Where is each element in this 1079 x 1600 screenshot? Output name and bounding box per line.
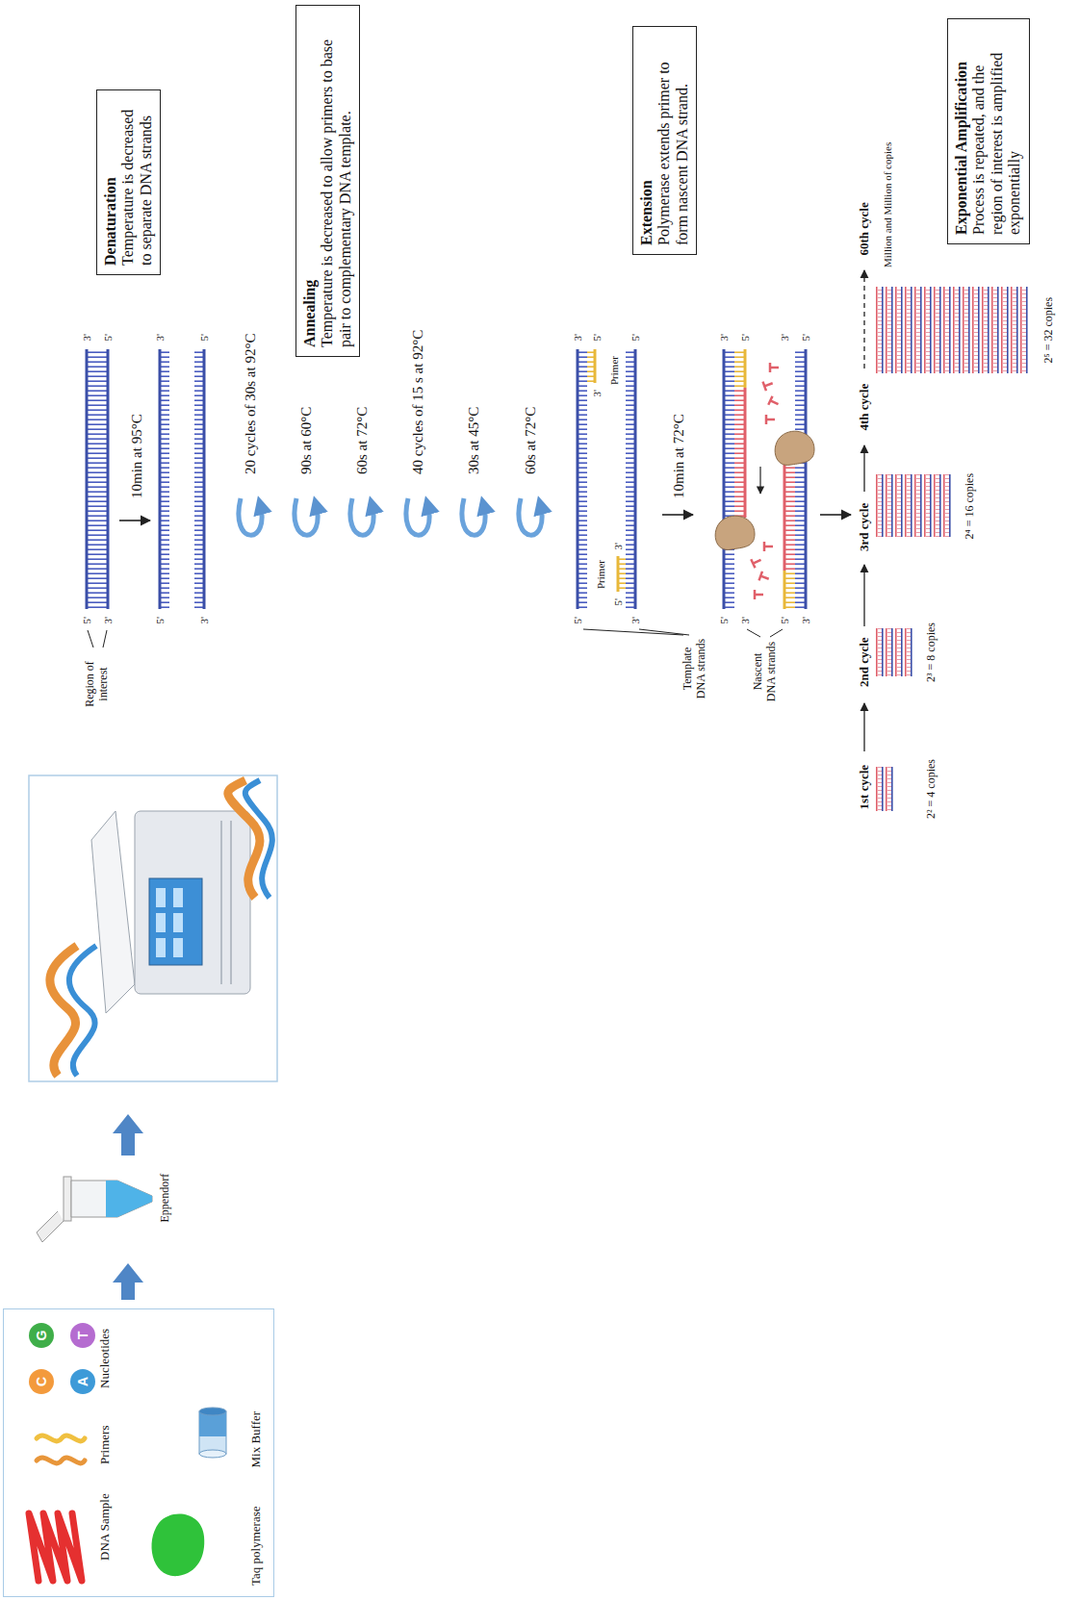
diagram-label: 3' bbox=[154, 333, 167, 341]
step-heading: Denaturation bbox=[102, 99, 120, 266]
step-box: AnnealingTemperature is decreased to all… bbox=[295, 4, 360, 358]
diagram-label: 3' bbox=[612, 542, 625, 550]
diagram-label: Nascent DNA strands bbox=[751, 640, 779, 704]
diagram-label: 10min at 95°C bbox=[128, 413, 146, 499]
diagram-label: Eppendorf bbox=[158, 1174, 173, 1224]
diagram-label: 3' bbox=[571, 333, 585, 341]
diagram-label: 5' bbox=[778, 616, 792, 624]
diagram-label: 3' bbox=[102, 616, 115, 624]
nucleotide-circle: G bbox=[28, 1323, 54, 1349]
diagram-label: 3' bbox=[590, 389, 604, 397]
diagram-label: 10min at 72°C bbox=[670, 413, 688, 499]
diagram-label: 3rd cycle bbox=[857, 503, 873, 552]
diagram-label: Million and Million of copies bbox=[881, 142, 895, 268]
reagent-label: DNA Sample bbox=[98, 1493, 113, 1562]
nucleotide-letter: T bbox=[70, 1323, 96, 1349]
reagent-label: Nucleotides bbox=[98, 1329, 113, 1389]
reagent-panel: DNA Sample Primers NucleotidesTaq polymera… bbox=[2, 1309, 275, 1598]
step-box: DenaturationTemperature is decreased to … bbox=[96, 89, 161, 276]
diagram-label: 60s at 72°C bbox=[354, 407, 371, 475]
nucleotide-circle: T bbox=[70, 1323, 96, 1349]
diagram-label: 3' bbox=[718, 333, 731, 341]
nucleotide-circle: C bbox=[28, 1369, 54, 1395]
step-description: Temperature is decreased to allow primer… bbox=[318, 14, 355, 348]
diagram-label: 2³ = 8 copies bbox=[924, 622, 939, 683]
diagram-label: 60th cycle bbox=[857, 202, 873, 256]
step-box: Exponential AmplificationProcess is repe… bbox=[947, 18, 1030, 245]
step-heading: Annealing bbox=[301, 14, 319, 348]
diagram-label: 3' bbox=[799, 616, 813, 624]
diagram-label: Primer bbox=[594, 560, 608, 590]
diagram-label: 5' bbox=[198, 333, 211, 341]
diagram-label: 5' bbox=[799, 333, 813, 341]
reagent-label: Primers bbox=[98, 1426, 113, 1465]
step-heading: Exponential Amplification bbox=[952, 27, 971, 235]
diagram-label: 20 cycles of 30s at 92°C bbox=[242, 333, 259, 475]
step-description: Process is repeated, and the region of i… bbox=[970, 27, 1024, 235]
diagram-label: 3' bbox=[739, 616, 752, 624]
diagram-label: 5' bbox=[612, 598, 625, 606]
diagram-label: Primer bbox=[608, 356, 621, 386]
diagram-label: 1st cycle bbox=[857, 765, 873, 811]
diagram-label: 2nd cycle bbox=[857, 637, 873, 688]
diagram-label: 4th cycle bbox=[857, 384, 873, 432]
diagram-label: 3' bbox=[80, 333, 94, 341]
diagram-label: 5' bbox=[629, 333, 643, 341]
diagram-label: 5' bbox=[739, 333, 752, 341]
diagram-label: 5' bbox=[571, 616, 585, 624]
diagram-label: 2² = 4 copies bbox=[924, 759, 939, 820]
step-box: ExtensionPolymerase extends primer to fo… bbox=[632, 25, 697, 256]
diagram-label: 90s at 60°C bbox=[298, 407, 315, 475]
diagram-label: 40 cycles of 15 s at 92°C bbox=[410, 330, 427, 475]
nucleotide-circle: A bbox=[70, 1369, 96, 1395]
diagram-label: 5' bbox=[102, 333, 115, 341]
diagram-label: 5' bbox=[590, 333, 604, 341]
diagram-label: 30s at 45°C bbox=[465, 407, 483, 475]
diagram-label: Template DNA strands bbox=[681, 637, 709, 701]
diagram-label: Region of interest bbox=[83, 650, 111, 719]
diagram-label: 5' bbox=[154, 616, 167, 624]
diagram-label: 3' bbox=[629, 616, 643, 624]
reagent-label: Mix Buffer bbox=[249, 1412, 264, 1469]
diagram-label: 60s at 72°C bbox=[522, 407, 540, 475]
diagram-label: 5' bbox=[80, 616, 94, 624]
nucleotide-letter: G bbox=[28, 1323, 54, 1349]
step-description: Temperature is decreased to separate DNA… bbox=[119, 99, 155, 266]
diagram-label: 5' bbox=[718, 616, 731, 624]
diagram-label: 2⁵ = 32 copies bbox=[1042, 297, 1056, 364]
nucleotide-letter: C bbox=[28, 1369, 54, 1395]
step-heading: Extension bbox=[638, 35, 656, 246]
diagram-label: 2⁴ = 16 copies bbox=[963, 473, 977, 540]
reagent-label: Taq polymerase bbox=[249, 1507, 264, 1587]
nucleotide-letter: A bbox=[70, 1369, 96, 1395]
diagram-label: 3' bbox=[198, 616, 211, 624]
diagram-label: 3' bbox=[778, 333, 792, 341]
step-description: Polymerase extends primer to form nascen… bbox=[655, 35, 692, 246]
